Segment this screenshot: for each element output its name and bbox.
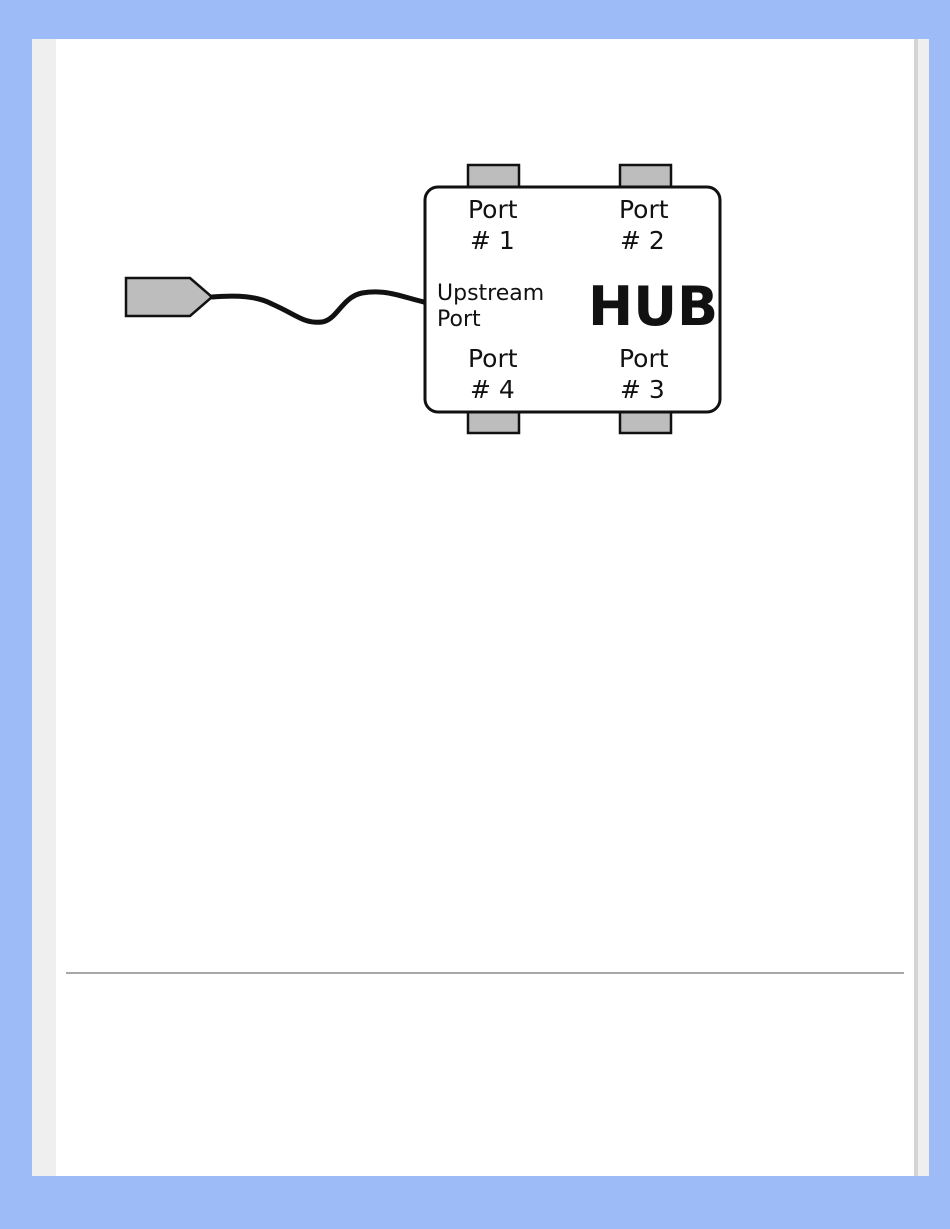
horizontal-divider — [66, 972, 904, 974]
upstream-label-line2: Port — [437, 307, 481, 332]
port-1-label-line2: # 1 — [470, 226, 515, 255]
upstream-cable — [212, 292, 424, 322]
port-4-connector — [468, 412, 519, 433]
usb-plug-icon — [126, 278, 212, 316]
usb-hub-diagram: Port # 1 Port # 2 Port # 4 Port # 3 Upst… — [32, 39, 929, 1176]
upstream-label-line1: Upstream — [437, 281, 544, 306]
port-3-connector — [620, 412, 671, 433]
port-3-label-line2: # 3 — [620, 375, 665, 404]
port-1-label-line1: Port — [468, 195, 518, 224]
page: Port # 1 Port # 2 Port # 4 Port # 3 Upst… — [32, 39, 929, 1176]
port-4-label-line1: Port — [468, 344, 518, 373]
port-1-connector — [468, 165, 519, 187]
hub-title: HUB — [588, 275, 718, 338]
port-2-label-line2: # 2 — [620, 226, 665, 255]
port-2-connector — [620, 165, 671, 187]
port-2-label-line1: Port — [619, 195, 669, 224]
port-4-label-line2: # 4 — [470, 375, 515, 404]
port-3-label-line1: Port — [619, 344, 669, 373]
